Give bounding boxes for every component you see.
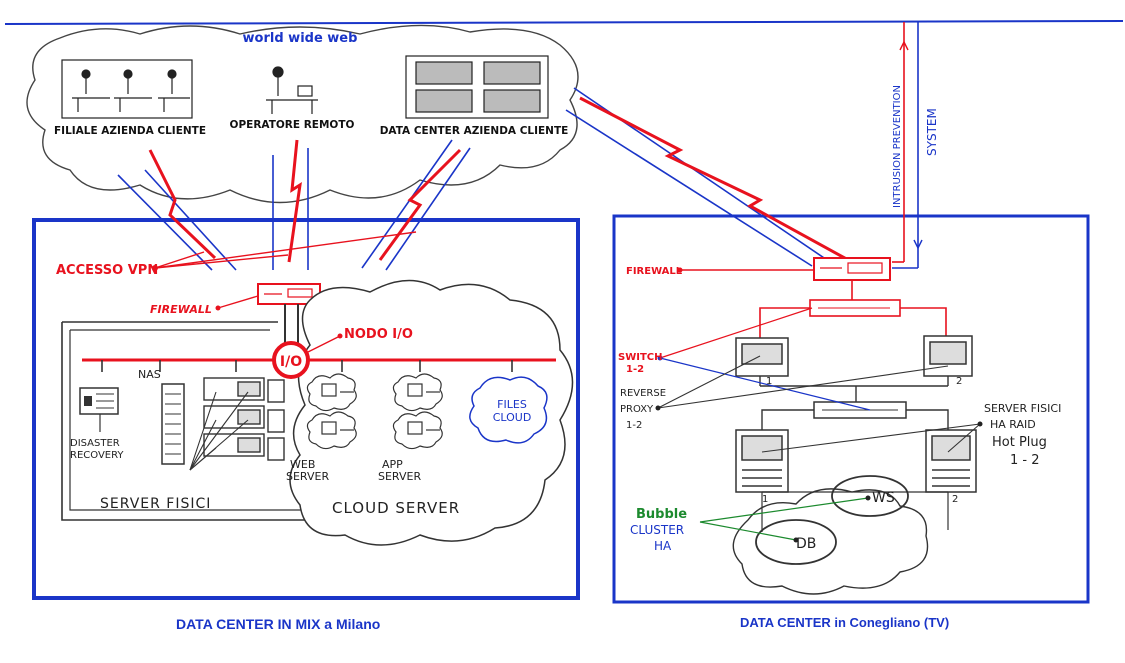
- server-fisici-ha-label-4: 1 - 2: [1010, 453, 1040, 468]
- db-label: DB: [796, 536, 816, 552]
- web-server-label-2: SERVER: [286, 470, 329, 483]
- proxy-2-number: 2: [956, 376, 962, 387]
- switch-bottom-device: [813, 401, 907, 419]
- remote-operator-icon: [266, 66, 318, 114]
- lightning-link-conegliano: [579, 96, 853, 264]
- ha-label: HA: [654, 539, 672, 553]
- cluster-connectors: [699, 497, 869, 541]
- server-fisici-ha-label-3: Hot Plug: [992, 435, 1047, 450]
- cloud-server-cloud: [289, 279, 574, 546]
- ips-lines: [892, 22, 923, 269]
- top-wan-line: [4, 20, 1124, 25]
- vpn-access-label: ACCESSO VPN: [56, 263, 158, 278]
- ws-node: [831, 475, 909, 517]
- bubble-cluster-cloud: [732, 488, 929, 595]
- site-label-filiale: FILIALE AZIENDA CLIENTE: [54, 125, 206, 137]
- office-workstations-icon: [61, 59, 193, 119]
- proxy-1-number: 1: [766, 376, 772, 387]
- vpn-access-lines: [154, 231, 417, 269]
- switch-label-1: SWITCH: [618, 352, 662, 363]
- disaster-recovery-label-2: RECOVERY: [70, 450, 124, 461]
- server-1-number: 1: [762, 494, 768, 505]
- cloud-server-label: CLOUD SERVER: [332, 499, 460, 517]
- site-label-operatore: OPERATORE REMOTO: [230, 119, 355, 131]
- switch-label-2: 1-2: [626, 364, 644, 375]
- tunnel-to-conegliano: [565, 87, 831, 267]
- physical-server-stack: [203, 377, 285, 461]
- vpn-dot: [152, 265, 158, 271]
- reverse-proxy-1: [735, 337, 789, 377]
- files-cloud-label-1: FILES: [497, 398, 527, 411]
- proxy-connectors: [657, 355, 949, 409]
- site-label-datacenter: DATA CENTER AZIENDA CLIENTE: [380, 125, 569, 137]
- firewall-milano-device: [257, 283, 321, 305]
- reverse-proxy-label-2: PROXY: [620, 404, 654, 415]
- conegliano-caption: DATA CENTER in Conegliano (TV): [740, 615, 950, 630]
- web-server-label-1: WEB: [290, 458, 315, 471]
- physical-server-2: [925, 429, 977, 493]
- ips-label-1: INTRUSION PREVENTION: [892, 85, 903, 208]
- physical-server-1: [735, 429, 789, 493]
- db-node: [755, 519, 837, 565]
- files-cloud-label-2: CLOUD: [493, 411, 532, 424]
- milano-caption: DATA CENTER IN MIX a Milano: [176, 616, 381, 632]
- switch-connectors: [659, 307, 813, 359]
- blue-connectors: [659, 357, 871, 411]
- web-server-vms: [306, 373, 357, 450]
- internet-title: world wide web: [243, 31, 358, 46]
- nas-device: [161, 383, 185, 465]
- lightning-links-milano: [148, 139, 462, 263]
- reverse-proxy-label-1: REVERSE: [620, 388, 666, 399]
- reverse-proxy-label-3: 1-2: [626, 420, 642, 431]
- app-server-label-2: SERVER: [378, 470, 421, 483]
- firewall-milano-label: FIREWALL: [150, 303, 212, 316]
- firewall-conegliano-label: FIREWALL: [626, 266, 683, 277]
- conegliano-datacenter-box: [612, 214, 1090, 604]
- bubble-label: Bubble: [636, 507, 687, 522]
- node-io-badge: [272, 341, 310, 379]
- reverse-proxy-2: [923, 335, 973, 377]
- node-io-badge-text: I/O: [280, 354, 302, 370]
- server-fisici-connectors: [761, 423, 981, 453]
- server-fisici-ha-label-2: HA RAID: [990, 418, 1036, 431]
- disaster-recovery-server: [79, 387, 119, 415]
- server-fisici-label: SERVER FISICI: [100, 496, 211, 512]
- milano-datacenter-box: [32, 218, 580, 600]
- disaster-recovery-label-1: DISASTER: [70, 438, 120, 449]
- switch-top-device: [809, 299, 901, 317]
- monitor-wall-icon: [405, 55, 549, 119]
- ws-label: WS: [872, 490, 895, 506]
- app-server-vms: [392, 373, 443, 450]
- server-2-number: 2: [952, 494, 958, 505]
- files-cloud-shape: [469, 376, 548, 444]
- app-server-label-1: APP: [382, 458, 403, 471]
- ips-label-2: SYSTEM: [925, 108, 939, 156]
- server-fisici-ha-label-1: SERVER FISICI: [984, 402, 1061, 415]
- firewall-conegliano-device: [813, 257, 891, 281]
- node-io-label: NODO I/O: [344, 327, 413, 342]
- nas-label: NAS: [138, 368, 161, 381]
- cluster-label: CLUSTER: [630, 523, 684, 537]
- internet-cloud: [26, 24, 579, 204]
